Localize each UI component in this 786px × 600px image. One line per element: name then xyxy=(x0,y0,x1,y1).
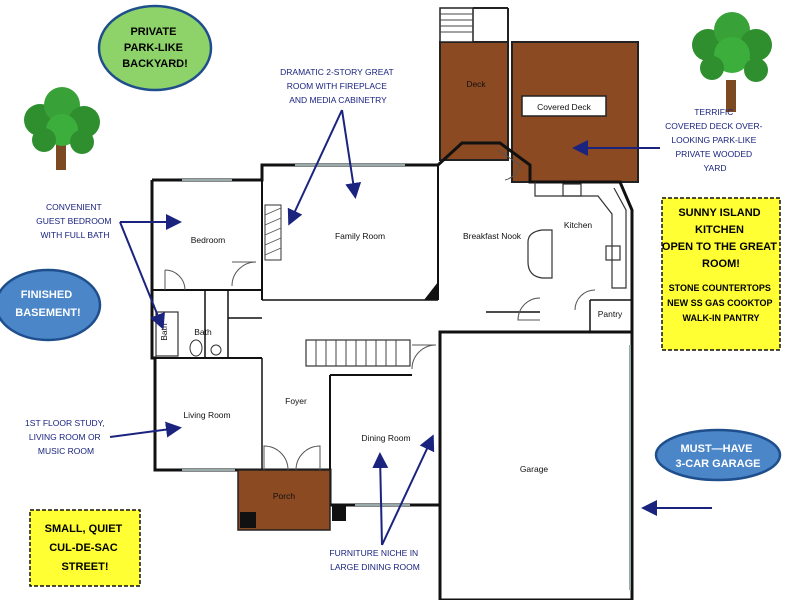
tree-icon-left xyxy=(24,87,100,170)
living-room-label: Living Room xyxy=(183,410,230,420)
badge-basement: FINISHED BASEMENT! xyxy=(0,268,102,342)
svg-text:SUNNY ISLAND KITCHEN: SUNNY ISLAND KITCHEN OPEN TO THE GREAT R… xyxy=(662,207,780,270)
badge-garage: MUST—HAVE 3-CAR GARAGE xyxy=(654,428,782,482)
deck-area xyxy=(439,41,509,161)
callout-covered-deck: TERRIFIC COVERED DECK OVER- LOOKING PARK… xyxy=(665,107,765,173)
toilet xyxy=(189,339,203,357)
dining-room-label: Dining Room xyxy=(361,433,410,443)
porch-label: Porch xyxy=(273,491,295,501)
badge-backyard: PRIVATE PARK-LIKE BACKYARD! xyxy=(97,4,213,92)
badge-street: SMALL, QUIET CUL-DE-SAC STREET! xyxy=(29,509,141,587)
callout-niche: FURNITURE NICHE IN LARGE DINING ROOM xyxy=(329,548,420,572)
pantry-label: Pantry xyxy=(598,309,623,319)
svg-text:SMALL, QUIET CUL-DE-SAC: SMALL, QUIET CUL-DE-SAC STREET! xyxy=(45,523,126,573)
house-walls xyxy=(150,141,634,600)
callout-guest-bedroom: CONVENIENT GUEST BEDROOM WITH FULL BATH xyxy=(36,202,114,240)
porch-post xyxy=(240,512,256,528)
tree-icon-right xyxy=(692,12,772,112)
bedroom-label: Bedroom xyxy=(191,235,226,245)
nook-corner xyxy=(424,282,438,300)
callout-great-room: DRAMATIC 2-STORY GREAT ROOM WITH FIREPLA… xyxy=(280,67,396,105)
foyer-stairs xyxy=(305,339,411,367)
garage-corner-post xyxy=(332,505,346,521)
covered-deck-label-box xyxy=(521,95,607,117)
family-room-label: Family Room xyxy=(335,231,385,241)
svg-text:PRIVATE PARK-LIKE: PRIVATE PARK-LIKE BACKYARD! xyxy=(122,26,188,70)
svg-text:MUST—HAVE 3-CAR GARAGE: MUST—HAVE 3-CAR GARAGE xyxy=(676,443,761,470)
sink xyxy=(210,344,222,356)
svg-text:FINISHED BASEMENT!: FINISHED BASEMENT! xyxy=(15,289,80,319)
kitchen-label: Kitchen xyxy=(564,220,593,230)
bath-label: Bath xyxy=(194,327,212,337)
deck-stairs xyxy=(439,7,509,43)
callout-study: 1ST FLOOR STUDY, LIVING ROOM OR MUSIC RO… xyxy=(25,418,107,456)
breakfast-nook-label: Breakfast Nook xyxy=(463,231,522,241)
bath-left-label: Bath xyxy=(159,323,169,341)
fireplace xyxy=(264,204,282,261)
badge-kitchen: SUNNY ISLAND KITCHEN OPEN TO THE GREAT R… xyxy=(661,197,781,351)
foyer-label: Foyer xyxy=(285,396,307,406)
deck-label: Deck xyxy=(466,79,486,89)
fireplace-hatch xyxy=(264,207,282,256)
callout-arrows xyxy=(109,109,712,546)
covered-deck-label: Covered Deck xyxy=(537,102,592,112)
garage-label: Garage xyxy=(520,464,549,474)
door-swings xyxy=(164,149,596,471)
svg-text:STONE COUNTERTOPS NEW SS: STONE COUNTERTOPS NEW SS GAS COOKTOP WAL… xyxy=(667,283,775,323)
kitchen-counters xyxy=(534,182,627,289)
kitchen-island xyxy=(527,229,553,279)
